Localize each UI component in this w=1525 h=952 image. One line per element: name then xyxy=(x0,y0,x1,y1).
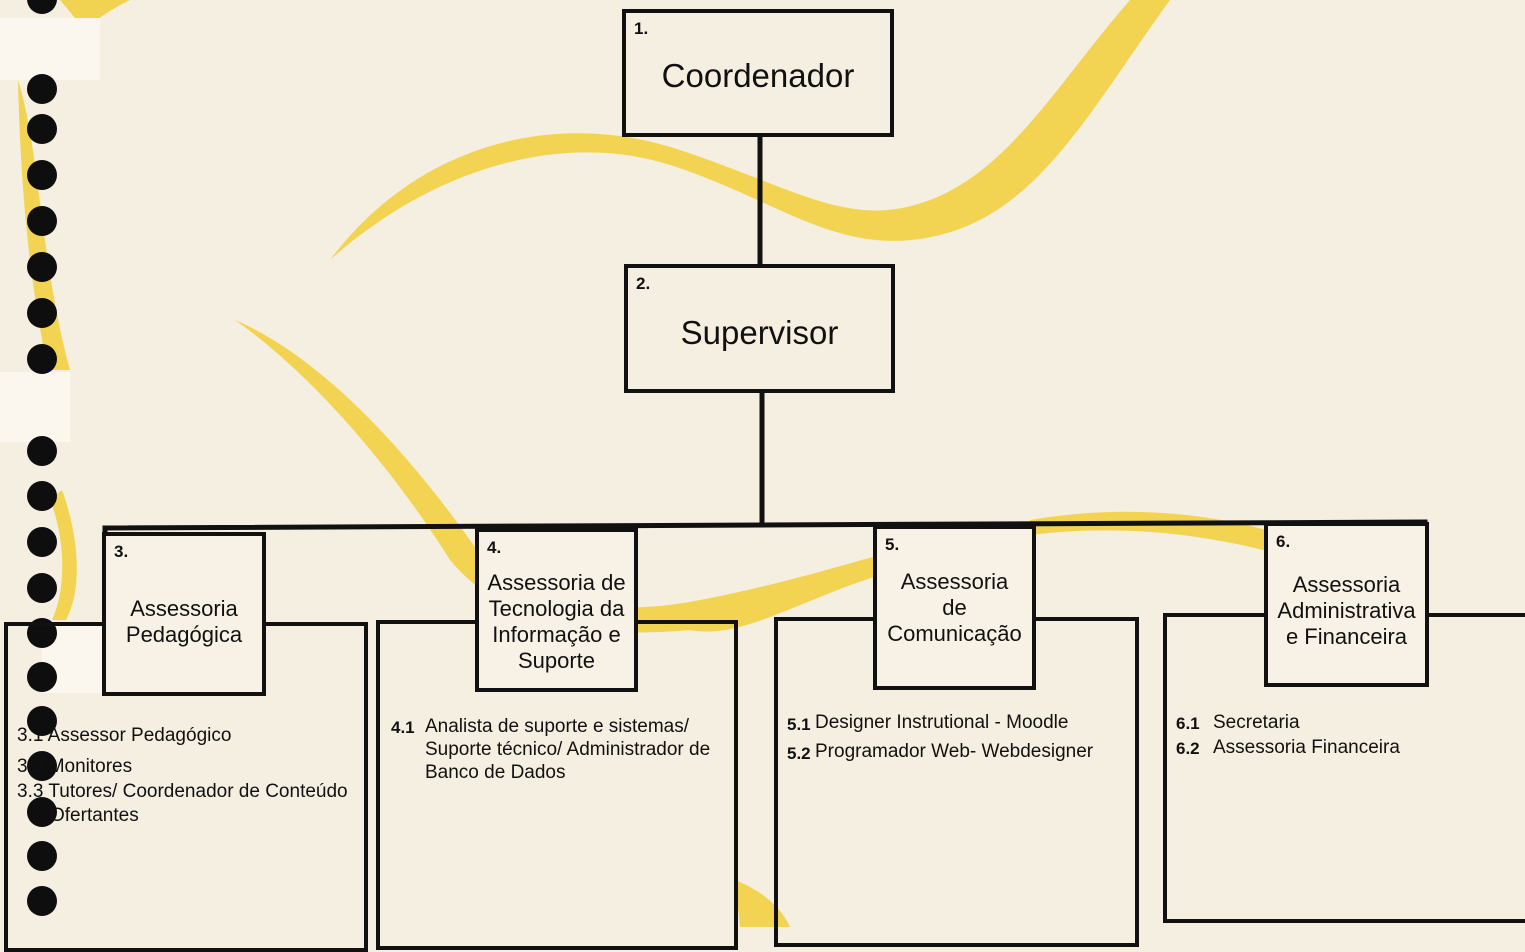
yellow-swoosh-top-left xyxy=(60,0,130,30)
node-title-line: de xyxy=(942,594,967,620)
binding-hole xyxy=(27,841,57,871)
list-item-number: 6.1 xyxy=(1176,714,1200,733)
node-comunicacao: 5. Assessoria de Comunicação xyxy=(873,525,1036,690)
yellow-swoosh-right xyxy=(1030,511,1300,560)
list-item-number: 5.2 xyxy=(787,744,811,763)
node-number: 6. xyxy=(1276,532,1291,551)
list-item: Secretaria xyxy=(1213,712,1300,733)
yellow-swoosh-left xyxy=(18,80,70,370)
node-title: Assessoria Pedagógica xyxy=(106,596,262,648)
binding-hole xyxy=(27,252,57,282)
list-item: 3.3 Tutores/ Coordenador de Conteúdo xyxy=(17,781,348,802)
yellow-swoosh-top xyxy=(330,0,1170,260)
node-pedagogica: 3. Assessoria Pedagógica xyxy=(102,532,266,696)
list-item-number: 4.1 xyxy=(391,718,415,737)
yellow-swoosh-left-lower xyxy=(50,490,77,620)
binding-hole xyxy=(27,298,57,328)
node-coordenador: 1. Coordenador xyxy=(622,9,894,137)
binding-hole xyxy=(27,706,57,736)
binding-hole xyxy=(27,160,57,190)
node-number: 3. xyxy=(114,542,129,561)
binding-hole xyxy=(27,344,57,374)
node-number: 5. xyxy=(885,535,900,554)
binding-hole xyxy=(27,206,57,236)
node-title-line: Pedagógica xyxy=(125,621,243,647)
node-supervisor: 2. Supervisor xyxy=(624,264,895,393)
binding-hole xyxy=(27,527,57,557)
list-item-line: Suporte técnico/ Administrador de xyxy=(425,739,711,760)
list-item-line: Analista de suporte e sistemas/ xyxy=(425,716,690,737)
binding-hole xyxy=(27,436,57,466)
node-number: 2. xyxy=(636,274,651,293)
list-item: 3.1 Assessor Pedagógico xyxy=(17,725,232,746)
node-title: Coordenador xyxy=(661,57,855,94)
node-title-line: Assessoria xyxy=(130,596,238,621)
list-item: Programador Web- Webdesigner xyxy=(815,741,1094,762)
node-title-line: Suporte xyxy=(517,647,596,673)
list-item-number: 6.2 xyxy=(1176,739,1200,758)
binding-hole xyxy=(27,751,57,781)
node-title-line: e Financeira xyxy=(1285,623,1408,649)
list-item: 3.2 Monitores xyxy=(17,756,133,777)
node-number: 4. xyxy=(487,538,502,557)
binding-hole xyxy=(27,573,57,603)
binding-hole xyxy=(27,114,57,144)
node-title: Assessoria de Tecnologia da Informação e… xyxy=(475,570,638,674)
node-number: 1. xyxy=(634,19,649,38)
paper-patch-top xyxy=(0,18,100,80)
node-title: Assessoria de Comunicação xyxy=(877,569,1032,647)
binding-hole xyxy=(27,662,57,692)
binding-hole xyxy=(27,74,57,104)
node-title-line: Assessoria xyxy=(900,569,1009,594)
node-title: Assessoria Administrativa e Financeira xyxy=(1262,572,1431,650)
node-title-line: Assessoria xyxy=(1292,572,1401,597)
node-title-line: Administrativa xyxy=(1277,597,1416,623)
node-title-line: Assessoria de xyxy=(487,570,626,595)
binding-hole xyxy=(27,0,57,14)
list-item-number: 5.1 xyxy=(787,715,811,734)
list-item-line: Banco de Dados xyxy=(425,762,566,783)
list-item: Assessoria Financeira xyxy=(1213,737,1400,758)
node-title-line: Tecnologia da xyxy=(488,595,625,621)
binding-hole xyxy=(27,797,57,827)
binding-hole xyxy=(27,886,57,916)
node-title: Supervisor xyxy=(680,314,839,351)
node-title-line: Comunicação xyxy=(887,620,1022,646)
list-item: Ofertantes xyxy=(50,805,139,826)
list-item: Designer Instrutional - Moodle xyxy=(815,712,1069,733)
binding-hole xyxy=(27,481,57,511)
node-title-line: Informação e xyxy=(492,621,621,647)
node-administrativa: 6. Assessoria Administrativa e Financeir… xyxy=(1264,522,1429,687)
paper-patch-middle xyxy=(0,372,70,442)
node-tecnologia: 4. Assessoria de Tecnologia da Informaçã… xyxy=(475,528,638,692)
